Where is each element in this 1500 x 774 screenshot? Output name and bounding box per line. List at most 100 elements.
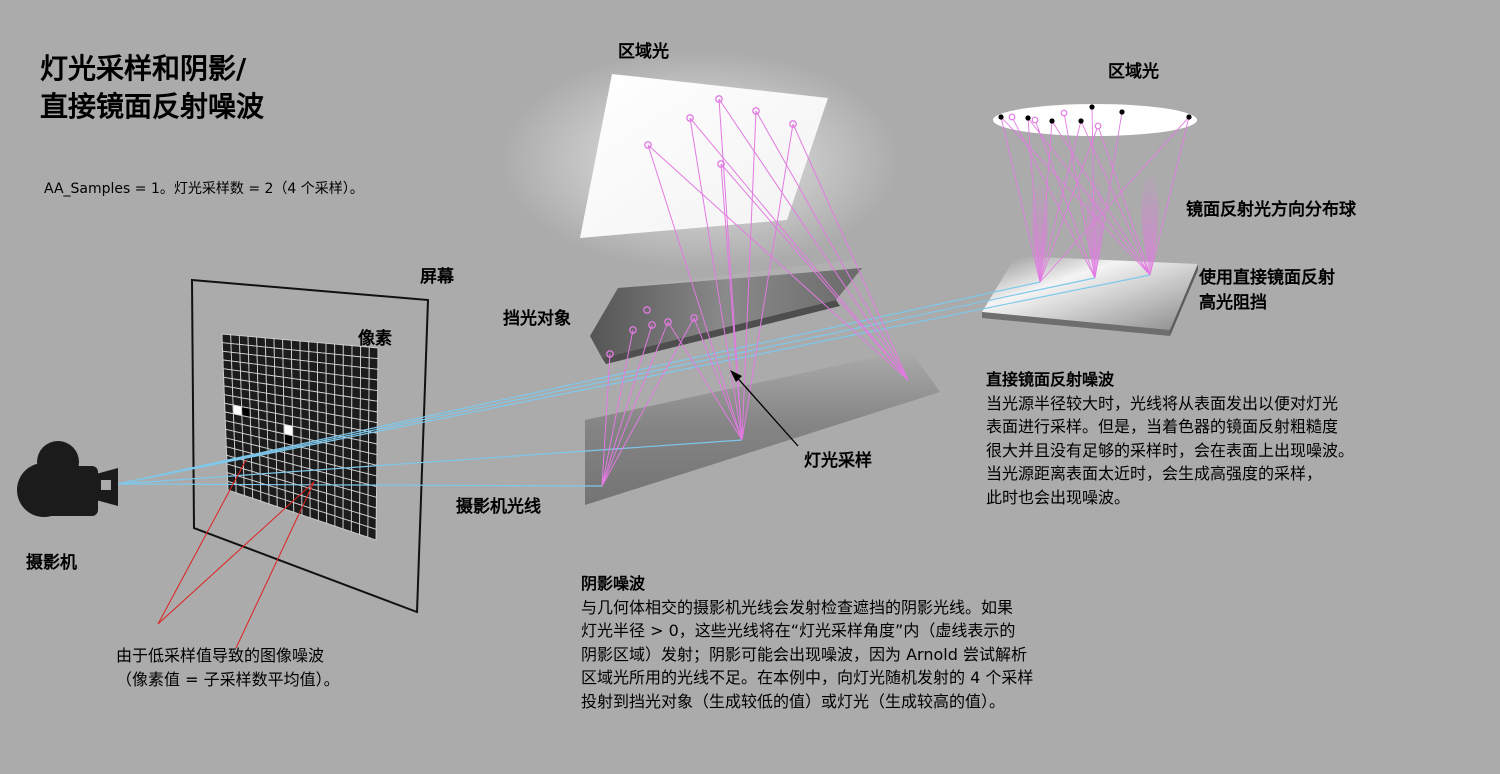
pixel-cell bbox=[351, 355, 362, 368]
light-sample-ray bbox=[667, 321, 743, 441]
pixel-cell bbox=[317, 381, 327, 394]
camera-ray bbox=[117, 277, 1096, 485]
pixel-cell bbox=[316, 351, 327, 364]
light-sample-marker bbox=[648, 321, 656, 329]
noise-pointer-line bbox=[157, 481, 315, 625]
screen-frame bbox=[190, 278, 430, 614]
specular-sample-ray bbox=[1039, 120, 1082, 283]
light-sample-ray bbox=[718, 98, 909, 381]
disk-sample-dot bbox=[1186, 114, 1192, 120]
camera-label: 摄影机 bbox=[26, 553, 77, 573]
pixel-cell bbox=[308, 360, 318, 373]
pixel-cell bbox=[359, 387, 370, 401]
specular-noise-line: 很大并且没有足够的采样时，会在表面上出现噪波。 bbox=[986, 440, 1355, 460]
pixel-cell bbox=[230, 343, 241, 354]
light-sample-marker bbox=[606, 350, 614, 358]
surface-top bbox=[982, 256, 1198, 330]
camera-rays bbox=[117, 274, 1151, 487]
area-light-label: 区域光 bbox=[618, 42, 669, 62]
specular-lobe-label: 镜面反射光方向分布球 bbox=[1186, 200, 1356, 220]
pixel-cell bbox=[273, 347, 284, 359]
pixel-cell bbox=[368, 378, 379, 392]
light-sample-ray bbox=[720, 163, 743, 441]
pixel-cell bbox=[247, 335, 258, 347]
specular-noise-heading: 直接镜面反射噪波 bbox=[986, 370, 1115, 389]
light-sample-ray bbox=[792, 123, 909, 381]
camera-ray bbox=[117, 483, 603, 487]
light-sample-ray bbox=[601, 324, 653, 487]
light-sample-ray bbox=[647, 144, 909, 381]
pixel-cell bbox=[325, 362, 336, 375]
light-sample-ray bbox=[689, 117, 909, 381]
disk-sample-dot bbox=[1049, 118, 1055, 124]
pixel-cell bbox=[317, 361, 327, 374]
light-sample-marker bbox=[690, 314, 698, 322]
pixel-cell bbox=[334, 343, 344, 356]
pixel-cell bbox=[256, 345, 267, 357]
pixel-cell bbox=[282, 367, 293, 379]
light-sample-marker bbox=[643, 306, 651, 314]
noise-pointer-line bbox=[157, 459, 247, 625]
light-sample-ray bbox=[693, 317, 743, 441]
disk-sample-dot bbox=[1025, 115, 1031, 121]
occluder-shadow bbox=[585, 350, 940, 505]
specular-occlusion-line2: 高光阻挡 bbox=[1199, 293, 1267, 313]
specular-sample-ray bbox=[1000, 116, 1041, 283]
specular-sample-ray bbox=[1039, 125, 1099, 283]
pixel-cell bbox=[290, 339, 301, 352]
pixel-cell bbox=[299, 359, 310, 372]
specular-sample-ray bbox=[1094, 111, 1123, 279]
pixel-cell bbox=[360, 366, 370, 380]
pixel-cell bbox=[299, 350, 310, 362]
pixel-cell bbox=[256, 336, 266, 348]
light-sample-ray bbox=[741, 123, 794, 441]
pixel-cell bbox=[351, 386, 361, 400]
specular-sample-ray bbox=[1149, 116, 1190, 276]
pixel-cell bbox=[230, 334, 241, 345]
pixel-cell bbox=[291, 368, 301, 381]
image-noise-line1: 由于低采样值导致的图像噪波 bbox=[116, 646, 325, 665]
area-light-quad bbox=[580, 74, 828, 238]
noisy-pixel bbox=[241, 406, 251, 418]
screen-label: 屏幕 bbox=[420, 267, 454, 287]
disk-sample-dot bbox=[1078, 118, 1084, 124]
shadow-noise-line: 区域光所用的光线不足。在本例中，向灯光随机发射的 4 个采样 bbox=[581, 668, 1034, 687]
pixel-cell bbox=[293, 502, 303, 516]
pixel-cell bbox=[230, 351, 241, 363]
specular-sample-ray bbox=[1039, 120, 1053, 283]
pixel-cell bbox=[317, 391, 327, 404]
specular-sample-ray bbox=[1027, 117, 1041, 283]
shadow-noise-line: 投射到挡光对象（生成较低的值）或灯光（生成较高的值）。 bbox=[581, 691, 1006, 711]
surface-front bbox=[982, 312, 1170, 336]
shadow-noise-line: 灯光半径 > 0，这些光线将在“灯光采样角度”内（虚线表示的 bbox=[581, 621, 1016, 640]
disk-light bbox=[993, 104, 1197, 136]
pixel-cell bbox=[367, 526, 377, 541]
pixel-cell bbox=[368, 399, 378, 413]
disk-sample-circle bbox=[1008, 113, 1016, 121]
pixel-cell bbox=[342, 385, 353, 398]
noise-pointer-lines bbox=[157, 459, 315, 649]
light-sample-ray bbox=[755, 110, 909, 381]
pixel-cell bbox=[342, 395, 353, 409]
specular-lobe bbox=[1031, 182, 1049, 282]
specular-sample-rays bbox=[1000, 106, 1190, 283]
noise-pointer-line bbox=[235, 481, 315, 649]
page-title-line1: 灯光采样和阴影/ bbox=[40, 52, 247, 85]
specular-sample-ray bbox=[1091, 106, 1096, 279]
light-sample-marker bbox=[789, 120, 797, 128]
light-sample-ray bbox=[720, 163, 909, 381]
pixel-cell bbox=[316, 342, 327, 354]
specular-noise-line: 当光源半径较大时，光线将从表面发出以便对灯光 bbox=[986, 393, 1339, 413]
pixel-cell bbox=[221, 333, 232, 345]
light-sample-marker bbox=[715, 95, 723, 103]
specular-sample-ray bbox=[1034, 119, 1096, 279]
pixel-cell bbox=[264, 337, 275, 349]
pixel-cell bbox=[351, 376, 361, 389]
pixel-cell bbox=[222, 350, 233, 362]
pixel-cell bbox=[265, 355, 276, 368]
pixel-cell bbox=[359, 377, 370, 390]
camera-icon bbox=[17, 441, 118, 517]
pixel-cell bbox=[291, 358, 301, 371]
pixel-cell bbox=[282, 348, 293, 360]
